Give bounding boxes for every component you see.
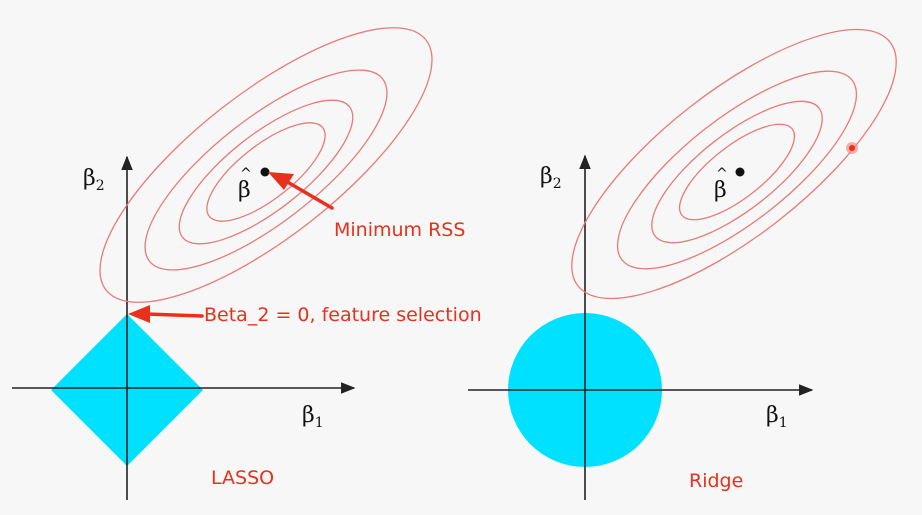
ridge-panel: ^ β β2 β1 Ridge (468, 28, 897, 500)
lasso-contour-3 (144, 69, 388, 271)
ridge-estimate-point (735, 167, 745, 177)
feature-selection-label: Beta_2 = 0, feature selection (204, 304, 482, 326)
minimum-rss-arrow (268, 172, 334, 210)
annotations: Minimum RSS Beta_2 = 0, feature selectio… (128, 172, 482, 326)
lasso-y-axis-label: β2 (83, 166, 105, 194)
ridge-y-axis-label: β2 (540, 164, 562, 192)
lasso-rss-contours (99, 27, 433, 303)
ridge-x-axis-label: β1 (766, 403, 788, 431)
ridge-contour-inner (678, 123, 796, 221)
minimum-rss-label: Minimum RSS (334, 219, 465, 241)
lasso-x-axis-label: β1 (302, 403, 324, 431)
lasso-estimate-label: β (238, 178, 251, 203)
pointer-highlight-icon (846, 142, 858, 154)
lasso-caption: LASSO (211, 467, 274, 489)
ridge-estimate-label: β (714, 178, 727, 203)
lasso-contour-outer (99, 27, 433, 303)
ridge-rss-contours (571, 28, 897, 300)
lasso-panel: ^ β β2 β1 LASSO (12, 27, 433, 500)
ridge-estimate-hat: ^ (716, 166, 728, 182)
ridge-caption: Ridge (689, 470, 743, 492)
lasso-estimate-point (260, 167, 270, 177)
ridge-contour-outer (571, 28, 897, 300)
ridge-contour-2 (651, 100, 823, 244)
feature-selection-arrow (128, 305, 204, 323)
ridge-contour-3 (616, 70, 858, 270)
lasso-contour-2 (178, 99, 354, 245)
lasso-contour-inner (206, 122, 326, 222)
lasso-estimate-hat: ^ (240, 166, 252, 182)
